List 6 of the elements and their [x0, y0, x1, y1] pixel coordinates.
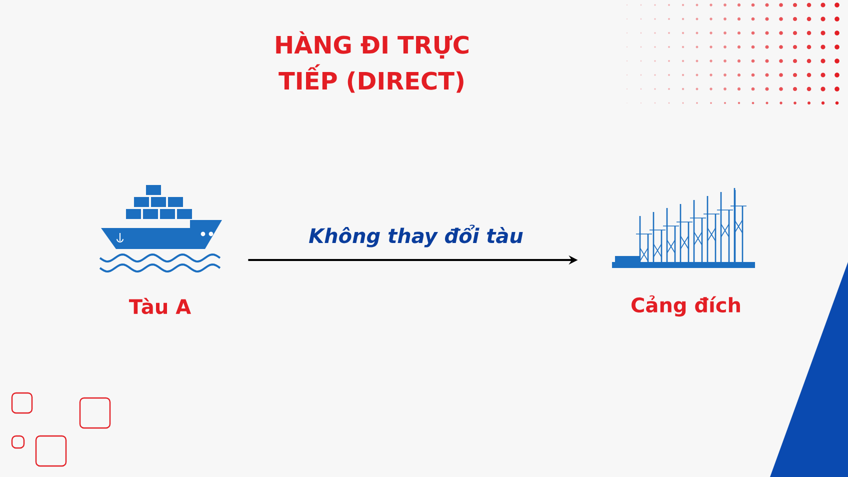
node-label: Tàu A — [129, 298, 192, 314]
edge-label: Không thay đổi tàu — [309, 224, 523, 248]
title: HÀNG ĐI TRỰC TIẾP (DIRECT) — [276, 31, 468, 93]
ship-drawing — [99, 185, 222, 272]
node-label: Cảng đích — [632, 295, 740, 317]
port-drawing — [612, 187, 755, 268]
